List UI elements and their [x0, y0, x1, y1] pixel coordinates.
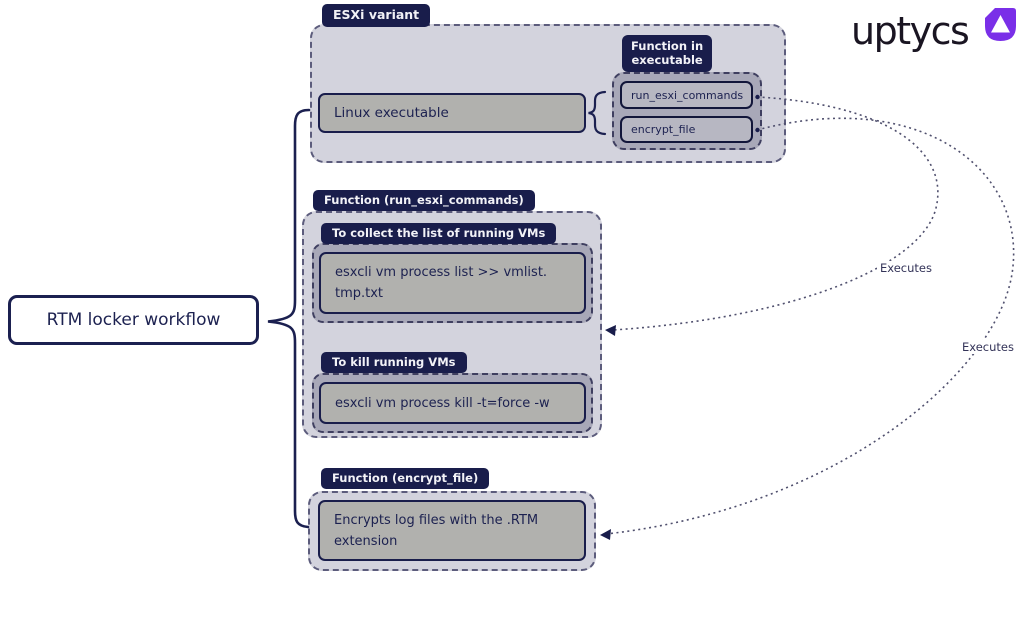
encrypt-description-line2: extension: [334, 534, 398, 549]
function-encrypt-file-badge-label: Function (encrypt_file): [332, 471, 479, 485]
executes-label-run: Executes: [877, 261, 935, 275]
collect-vms-badge: To collect the list of running VMs: [321, 223, 557, 245]
encrypt-description-line1: Encrypts log files with the .RTM: [334, 513, 539, 528]
encrypt-file-description-box: Encrypts log files with the .RTM extensi…: [318, 500, 586, 561]
function-encrypt-file-badge: Function (encrypt_file): [321, 468, 490, 490]
function-run-esxi-commands-badge: Function (run_esxi_commands): [313, 190, 535, 212]
function-in-executable-badge-line1: Function in: [631, 39, 704, 53]
kill-vms-command-label: esxcli vm process kill -t=force -w: [335, 395, 550, 411]
encrypt-file-label: encrypt_file: [631, 123, 696, 136]
kill-vms-command-box: esxcli vm process kill -t=force -w: [319, 382, 586, 424]
run-esxi-commands-label: run_esxi_commands: [631, 88, 744, 102]
workflow-title-box: RTM locker workflow: [8, 295, 259, 345]
uptycs-logo-icon: [985, 8, 1016, 41]
connector-run-arrowhead: [605, 325, 616, 336]
collect-vms-command-line1: esxcli vm process list >> vmlist.: [335, 265, 548, 280]
collect-vms-command-box: esxcli vm process list >> vmlist. tmp.tx…: [319, 252, 586, 314]
esxi-variant-badge-label: ESXi variant: [333, 7, 420, 22]
collect-vms-command-line2: tmp.txt: [335, 286, 384, 301]
kill-vms-badge: To kill running VMs: [321, 352, 467, 374]
function-in-executable-badge-line2: executable: [631, 53, 703, 68]
kill-vms-badge-label: To kill running VMs: [332, 355, 456, 369]
linux-executable-label: Linux executable: [334, 104, 449, 121]
linux-executable-box: Linux executable: [318, 93, 586, 133]
collect-vms-badge-label: To collect the list of running VMs: [332, 226, 546, 240]
run-esxi-commands-box: run_esxi_commands: [620, 81, 753, 109]
executes-label-encrypt: Executes: [959, 340, 1017, 354]
executes-connector-encrypt: [605, 117, 1015, 535]
esxi-variant-badge: ESXi variant: [322, 4, 431, 27]
workflow-title: RTM locker workflow: [46, 310, 221, 330]
connector-encrypt-arrowhead: [600, 529, 611, 540]
encrypt-file-box: encrypt_file: [620, 116, 753, 143]
function-in-executable-badge: Function in executable: [622, 35, 713, 72]
uptycs-mark-triangle: [991, 15, 1010, 33]
uptycs-logo-text: uptycs: [851, 9, 970, 53]
function-run-esxi-commands-badge-label: Function (run_esxi_commands): [324, 193, 524, 207]
